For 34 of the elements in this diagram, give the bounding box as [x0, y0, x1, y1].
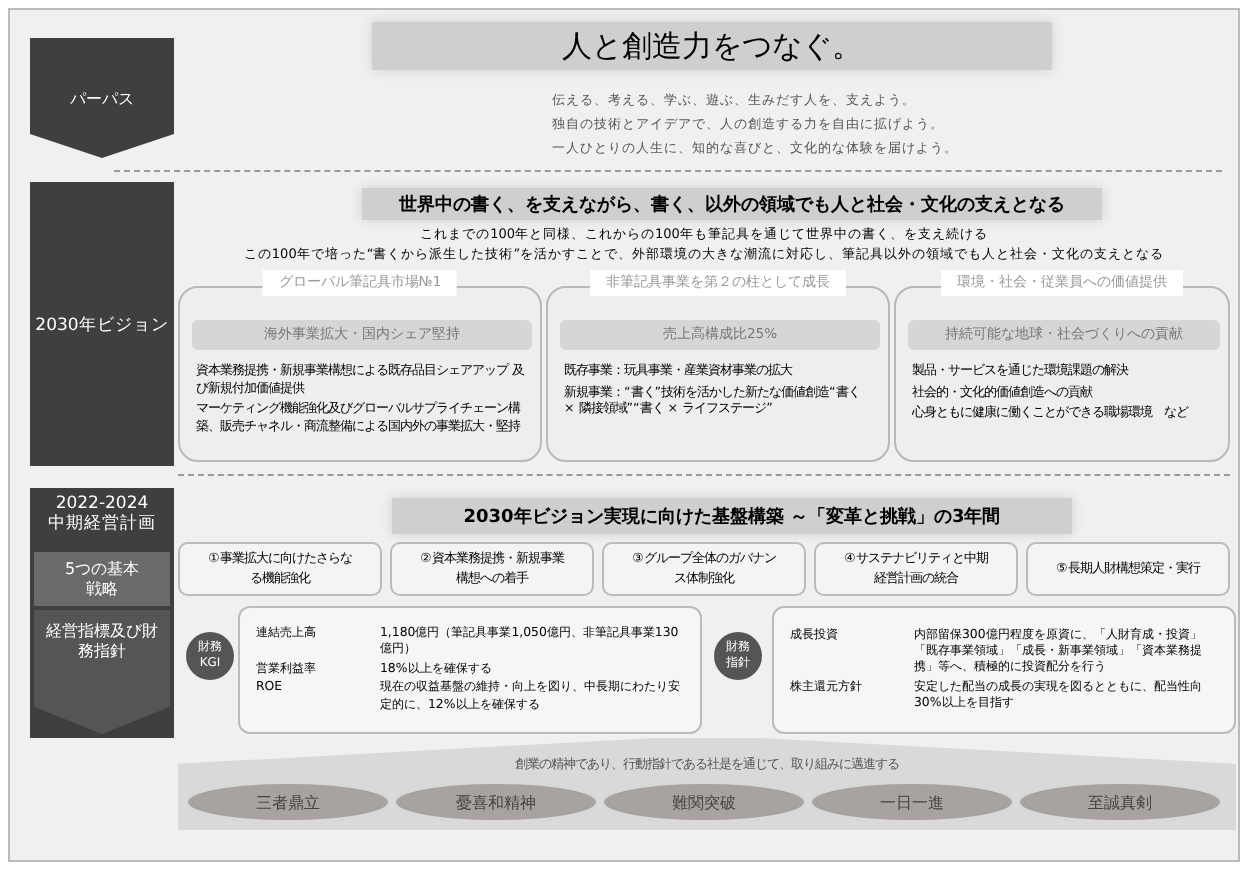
motto-text: 難関突破	[672, 791, 736, 813]
strategy-box	[390, 542, 594, 596]
tag-label: 経営指標及び財務指針	[46, 622, 158, 661]
metrics-panel	[772, 606, 1236, 734]
headline-text: 2030年ビジョン実現に向けた基盤構築 ～「変革と挑戦」の3年間	[463, 504, 1001, 529]
tag-label: 5つの基本戦略	[62, 559, 142, 599]
tag-label: パーパス	[70, 87, 134, 109]
metrics-panel	[238, 606, 702, 734]
section-tag	[30, 182, 174, 466]
headline-band	[372, 22, 1052, 70]
kgi-circle	[714, 632, 762, 680]
tag-label: 2022-2024	[53, 494, 151, 514]
headline-band	[362, 188, 1102, 220]
strategy-box	[602, 542, 806, 596]
tag-label: 2030年ビジョン	[35, 316, 169, 338]
strategy-box	[178, 542, 382, 596]
headline-band	[392, 498, 1072, 534]
strategy-tag	[34, 552, 170, 606]
pillar-bar	[192, 320, 532, 350]
pillar-bar	[560, 320, 880, 350]
foundation-band	[178, 738, 1236, 830]
pillar-bar	[908, 320, 1220, 350]
motto-text: 一日一進	[880, 791, 944, 813]
section-tag	[30, 38, 174, 158]
motto-text: 至誠真剣	[1088, 791, 1152, 813]
headline-text: 世界中の書く、を支えながら、書く、以外の領域でも人と社会・文化の支えとなる	[399, 192, 1065, 217]
section-tag	[30, 488, 174, 738]
tag-label: 中期経営計画	[46, 514, 158, 535]
motto-text: 憂喜和精神	[456, 791, 536, 813]
strategy-box	[814, 542, 1018, 596]
kgi-circle	[186, 632, 234, 680]
headline-text: 人と創造力をつなぐ。	[562, 27, 862, 65]
strategy-box	[1026, 542, 1230, 596]
motto-text: 三者鼎立	[256, 791, 320, 813]
